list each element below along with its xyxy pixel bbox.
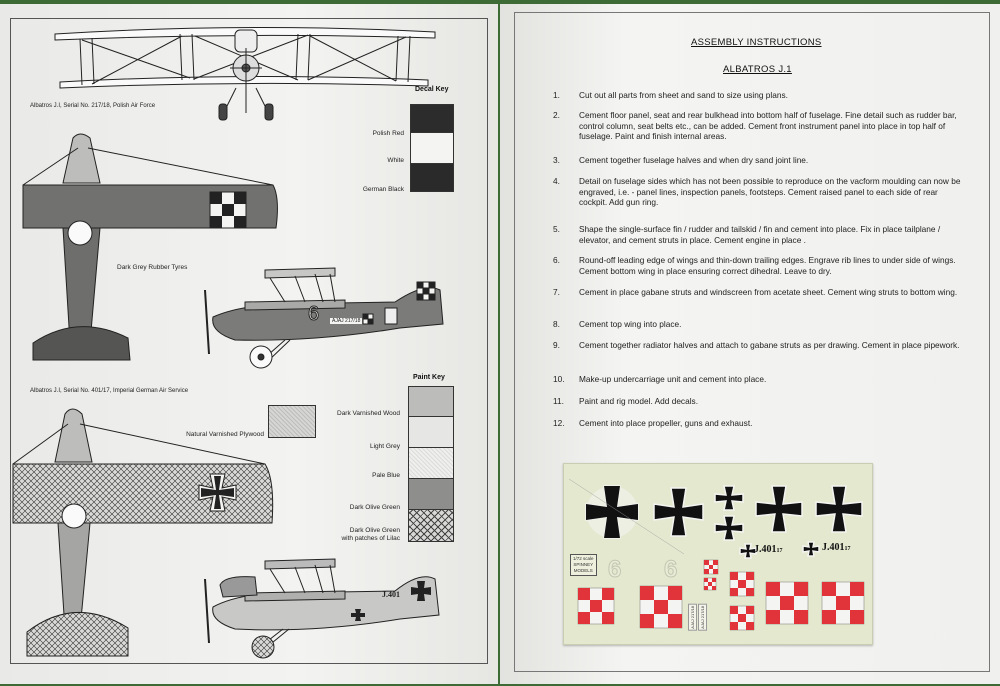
paint-label-natural-plywood: Natural Varnished Plywood bbox=[186, 431, 264, 438]
decal-label-polish-red: Polish Red bbox=[372, 130, 404, 137]
paint-swatch-natural-plywood bbox=[268, 405, 316, 438]
decal-numeral-2: 6 bbox=[663, 556, 678, 584]
plan-view-polish bbox=[22, 133, 278, 361]
decal-swatch-polish-red bbox=[410, 104, 454, 133]
paint-label-olive-lilac-1: Dark Olive Green bbox=[349, 527, 400, 534]
serial-marking-side2: J.401 bbox=[382, 590, 400, 599]
side-view-polish bbox=[204, 267, 444, 369]
decal-sheet: J.40117 J.40117 6 6 1/72 scale SPINNEY M… bbox=[563, 463, 873, 645]
instructions-heading: ASSEMBLY INSTRUCTIONS bbox=[691, 37, 822, 48]
paint-key-title: Paint Key bbox=[413, 374, 445, 381]
decal-swatch-german-black bbox=[410, 163, 454, 192]
plan-view-german bbox=[12, 408, 274, 657]
instructions-subheading: ALBATROS J.1 bbox=[723, 64, 792, 75]
paint-label-dark-varnished-wood: Dark Varnished Wood bbox=[337, 410, 400, 417]
fuselage-number-side1: 6 bbox=[307, 303, 320, 326]
decal-numeral-1: 6 bbox=[607, 556, 622, 584]
front-view-drawing bbox=[54, 26, 436, 121]
paint-label-olive-lilac-2: with patches of Lilac bbox=[341, 535, 400, 542]
paint-swatch-pale-blue bbox=[408, 448, 454, 479]
paint-swatch-olive-lilac bbox=[408, 510, 454, 542]
decal-reg-2: J.40117 bbox=[822, 542, 851, 553]
decal-label-white: White bbox=[387, 157, 404, 164]
paint-label-light-grey: Light Grey bbox=[370, 443, 400, 450]
right-page-border bbox=[514, 12, 990, 672]
decal-reg-1: J.40117 bbox=[754, 544, 783, 555]
serial-marking-side1: AJAJ 217/18 bbox=[330, 318, 363, 324]
side-view-german bbox=[204, 558, 440, 659]
decal-key-title: Decal Key bbox=[415, 86, 449, 93]
decal-serial-a: AJAJ 217/18 bbox=[688, 604, 697, 631]
aircraft2-caption: Albatros J.I, Serial No. 401/17, Imperia… bbox=[30, 388, 189, 394]
left-page-border bbox=[10, 18, 488, 664]
decal-sheet-artwork bbox=[568, 478, 865, 631]
decal-label-german-black: German Black bbox=[362, 186, 404, 193]
paint-swatch-dark-olive-green bbox=[408, 479, 454, 510]
paint-label-pale-blue: Pale Blue bbox=[372, 472, 400, 479]
decal-swatch-white bbox=[410, 133, 454, 163]
paint-label-dark-olive-green: Dark Olive Green bbox=[349, 504, 400, 511]
aircraft1-caption: Albatros J.I, Serial No. 217/18, Polish … bbox=[30, 103, 156, 109]
paint-swatch-dark-varnished-wood bbox=[408, 386, 454, 417]
tyres-note: Dark Grey Rubber Tyres bbox=[117, 264, 188, 271]
decal-serial-b: AJAJ 217/18 bbox=[698, 604, 707, 631]
paint-swatch-light-grey bbox=[408, 417, 454, 448]
decal-maker-label: 1/72 scale SPINNEY MODELS bbox=[570, 554, 597, 576]
